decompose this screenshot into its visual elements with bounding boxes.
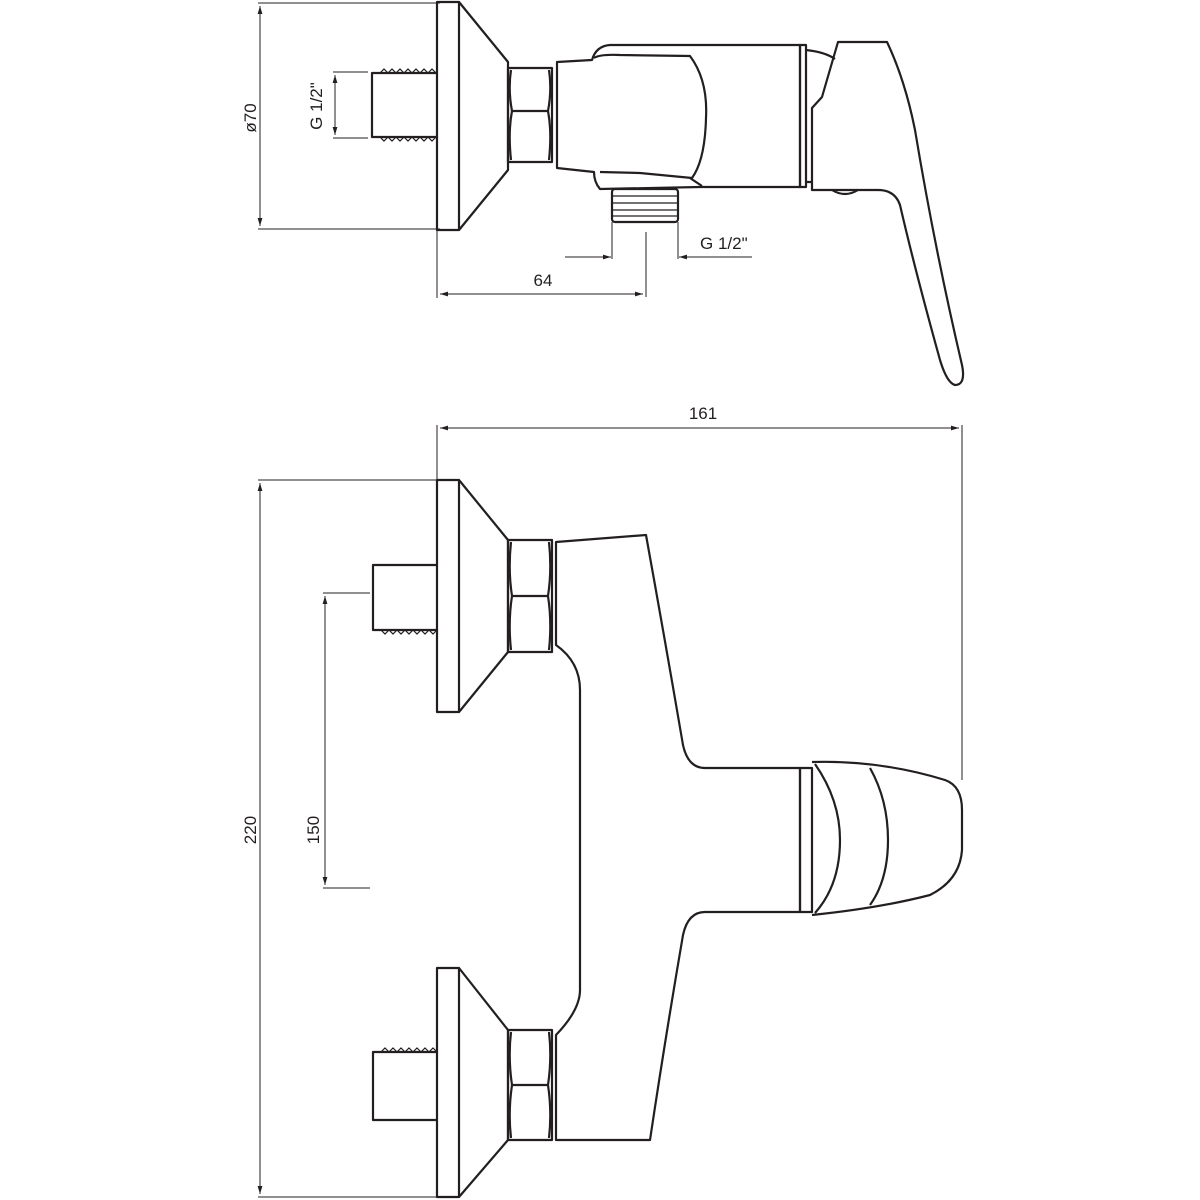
mixer-body-front: [554, 533, 814, 1142]
hex-nut: [506, 66, 554, 164]
outlet-thread: [610, 187, 680, 224]
outlet-offset-label: 64: [534, 271, 553, 290]
upper-inlet-thread: [371, 563, 438, 635]
lower-wall-flange: [435, 966, 510, 1199]
dimension-inlet-thread: G 1/2": [307, 71, 368, 139]
dimension-outlet-offset: 64: [436, 230, 647, 298]
overall-height-label: 220: [241, 816, 260, 844]
mixer-body: [555, 43, 836, 191]
lever-handle-front: [811, 760, 964, 917]
inlet-spacing-label: 150: [304, 816, 323, 844]
dimension-flange-diameter: ø70: [241, 2, 440, 230]
top-view: ø70 G 1/2" G 1/2" 64: [241, 0, 965, 387]
upper-hex-nut: [506, 538, 554, 654]
overall-depth-label: 161: [689, 404, 717, 423]
lever-handle: [810, 40, 965, 387]
dimension-inlet-spacing: 150: [304, 592, 370, 889]
dimension-overall-height: 220: [241, 479, 440, 1198]
dimension-overall-depth: 161: [436, 404, 963, 780]
inlet-thread: [370, 68, 437, 142]
dimension-outlet-thread: G 1/2": [565, 222, 752, 260]
front-view: 161 220 150: [241, 404, 964, 1199]
upper-wall-flange: [435, 478, 510, 714]
outlet-thread-label: G 1/2": [700, 234, 748, 253]
wall-flange: [435, 0, 510, 232]
lower-hex-nut: [506, 1028, 554, 1142]
inlet-thread-label: G 1/2": [307, 82, 326, 130]
flange-diameter-label: ø70: [241, 103, 260, 132]
lower-inlet-thread: [371, 1047, 438, 1122]
